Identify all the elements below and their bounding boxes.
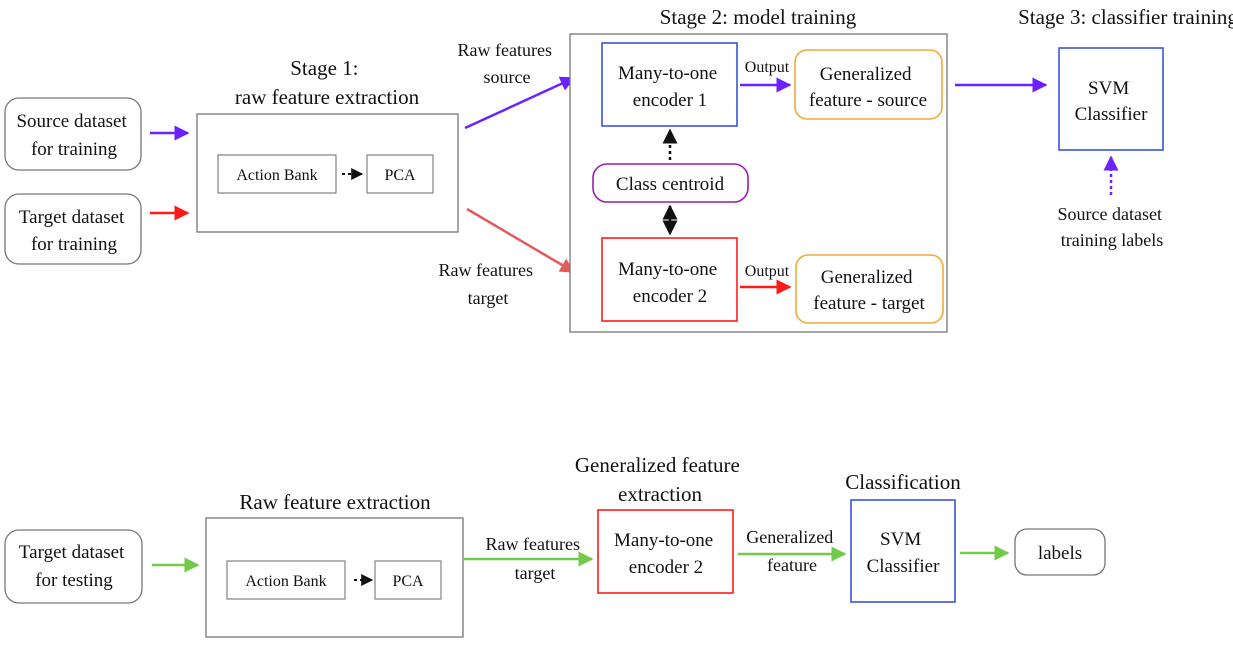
- test-pca-label: PCA: [392, 573, 424, 590]
- pca-box: [366, 154, 434, 194]
- stage3-title: Stage 3: classifier training: [1018, 5, 1233, 29]
- test-raw-title: Raw feature extraction: [239, 490, 431, 514]
- output-label-1: Output: [745, 59, 790, 76]
- raw-features-source-label: Raw features source: [458, 40, 557, 87]
- test-classification-title: Classification: [845, 470, 961, 494]
- pca-label: PCA: [384, 167, 416, 184]
- svm-classifier-box: [1058, 47, 1164, 151]
- svm-classifier-label: SVM Classifier: [1075, 78, 1148, 125]
- test-target-dataset-box: [4, 529, 143, 604]
- action-bank-label: Action Bank: [236, 167, 317, 184]
- test-target-dataset-label: Target dataset for testing: [19, 542, 129, 591]
- stage1-title: Stage 1: raw feature extraction: [235, 56, 420, 109]
- test-action-bank-box: [226, 560, 346, 600]
- raw-target-arrow: [466, 207, 576, 274]
- test-raw-features-label: Raw features target: [486, 534, 585, 583]
- test-action-bank-label: Action Bank: [245, 573, 326, 590]
- gen-feature-target-label: Generalized feature - target: [813, 267, 925, 314]
- test-labels-box: [1014, 528, 1106, 576]
- test-encoder2-box: [597, 509, 734, 594]
- encoder1-label: Many-to-one encoder 1: [618, 63, 722, 111]
- gen-feature-source-label: Generalized feature - source: [809, 64, 927, 111]
- raw-features-target-label: Raw features target: [439, 260, 538, 308]
- source-dataset-box: [4, 97, 142, 171]
- encoder2-box: [601, 237, 738, 322]
- test-labels-label: labels: [1038, 543, 1082, 564]
- test-svm-box: [850, 499, 956, 603]
- stage2-title: Stage 2: model training: [660, 5, 857, 29]
- gen-feature-source-box: [794, 49, 943, 120]
- output-label-2: Output: [745, 263, 790, 280]
- gen-feature-target-box: [795, 254, 944, 324]
- encoder1-box: [601, 42, 738, 127]
- test-gen-feature-label: Generalized feature: [746, 527, 837, 575]
- test-encoder2-label: Many-to-one encoder 2: [614, 530, 718, 578]
- class-centroid-box: [592, 163, 749, 203]
- test-pca-box: [374, 560, 442, 600]
- target-dataset-box: [4, 193, 142, 265]
- target-dataset-label: Target dataset for training: [19, 207, 129, 255]
- encoder2-label: Many-to-one encoder 2: [618, 259, 722, 307]
- source-labels-text: Source dataset training labels: [1058, 204, 1167, 250]
- test-gen-title: Generalized feature extraction: [575, 453, 745, 506]
- test-svm-label: SVM Classifier: [867, 529, 940, 577]
- source-dataset-label: Source dataset for training: [16, 111, 131, 160]
- action-bank-box: [217, 154, 337, 194]
- class-centroid-label: Class centroid: [616, 174, 725, 195]
- raw-source-arrow: [464, 76, 576, 130]
